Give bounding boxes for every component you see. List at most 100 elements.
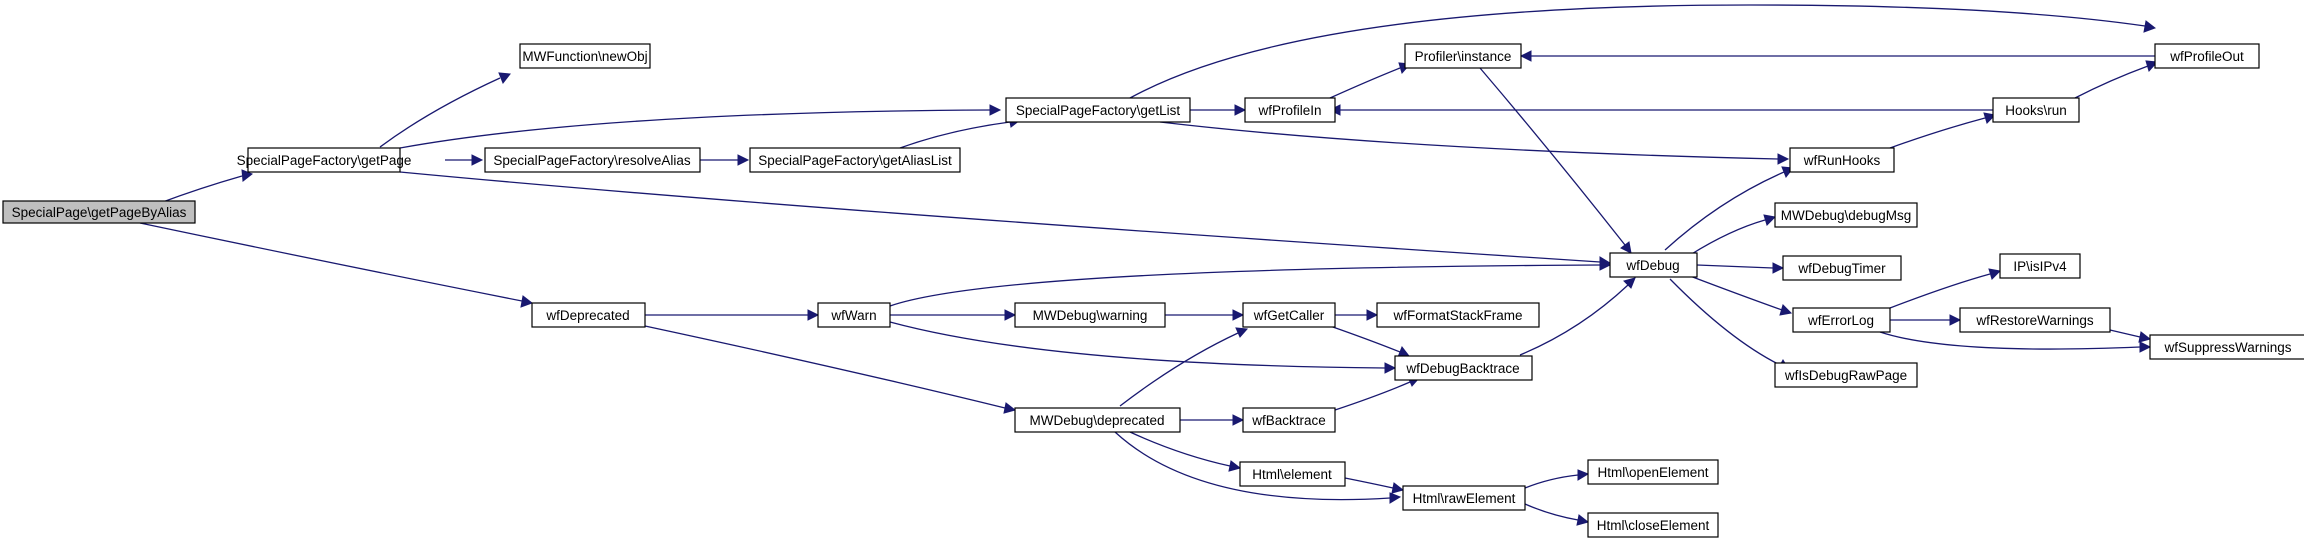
nodes: SpecialPage\getPageByAlias SpecialPageFa… bbox=[2, 43, 2304, 538]
node-label: wfDebug bbox=[1625, 258, 1679, 273]
node-htmlElement[interactable]: Html\element bbox=[1239, 461, 1346, 487]
node-hooksRun[interactable]: Hooks\run bbox=[1992, 97, 2080, 123]
node-label: SpecialPage\getPageByAlias bbox=[12, 205, 187, 220]
node-label: MWDebug\debugMsg bbox=[1781, 208, 1912, 223]
node-label: Html\element bbox=[1252, 467, 1332, 482]
edge-wfErrorLog-wfSuppressWarnings bbox=[1879, 331, 2152, 353]
node-label: Html\rawElement bbox=[1413, 491, 1516, 506]
node-wfWarn[interactable]: wfWarn bbox=[817, 302, 891, 328]
node-label: MWDebug\warning bbox=[1033, 308, 1148, 323]
edge-wfDeprecated-wfWarn bbox=[645, 309, 820, 321]
node-wfBacktrace[interactable]: wfBacktrace bbox=[1242, 407, 1336, 433]
node-label: SpecialPageFactory\getPage bbox=[237, 153, 412, 168]
node-label: wfErrorLog bbox=[1807, 313, 1874, 328]
edge-mwDebugDeprecated-htmlRawElement bbox=[1114, 431, 1402, 504]
node-htmlOpenElement[interactable]: Html\openElement bbox=[1587, 459, 1719, 485]
node-label: SpecialPageFactory\resolveAlias bbox=[493, 153, 691, 168]
edge-wfRunHooks-hooksRun bbox=[1889, 112, 1997, 149]
node-getAliasList[interactable]: SpecialPageFactory\getAliasList bbox=[749, 147, 961, 173]
edge-getPage-resolveAlias bbox=[445, 154, 484, 166]
node-label: Html\openElement bbox=[1597, 465, 1708, 480]
edge-getPage-wfDebug bbox=[399, 171, 1612, 269]
edge-wfWarn-wfDebug bbox=[889, 259, 1612, 307]
node-label: wfSuppressWarnings bbox=[2163, 340, 2291, 355]
node-wfErrorLog[interactable]: wfErrorLog bbox=[1792, 307, 1891, 333]
node-getPage[interactable]: SpecialPageFactory\getPage bbox=[237, 147, 412, 173]
node-mwDebugDeprecated[interactable]: MWDebug\deprecated bbox=[1014, 407, 1181, 433]
node-wfProfileIn[interactable]: wfProfileIn bbox=[1244, 97, 1336, 123]
node-wfDebugTimer[interactable]: wfDebugTimer bbox=[1782, 255, 1902, 281]
node-profilerInstance[interactable]: Profiler\instance bbox=[1404, 43, 1522, 69]
edge-htmlRawElement-htmlCloseElement bbox=[1524, 503, 1590, 526]
edge-mwDebugWarning-wfGetCaller bbox=[1165, 309, 1245, 321]
node-label: Hooks\run bbox=[2005, 103, 2067, 118]
edge-wfProfileOut-profilerInstance bbox=[1519, 50, 2155, 62]
edge-wfDebug-wfDebugTimer bbox=[1696, 262, 1785, 274]
node-label: MWDebug\deprecated bbox=[1029, 413, 1164, 428]
edge-htmlElement-htmlRawElement bbox=[1344, 477, 1405, 494]
edge-wfProfileIn-profilerInstance bbox=[1329, 62, 1412, 99]
node-wfSuppressWarnings[interactable]: wfSuppressWarnings bbox=[2149, 334, 2304, 360]
node-wfDeprecated[interactable]: wfDeprecated bbox=[531, 302, 646, 328]
edge-root-wfDeprecated bbox=[139, 222, 534, 308]
edge-wfDebugBacktrace-wfDebug bbox=[1519, 277, 1636, 356]
node-label: wfProfileIn bbox=[1257, 103, 1321, 118]
edge-htmlRawElement-htmlOpenElement bbox=[1524, 469, 1590, 489]
node-label: Profiler\instance bbox=[1415, 49, 1512, 64]
node-newObj[interactable]: MWFunction\newObj bbox=[519, 43, 651, 69]
edge-wfWarn-mwDebugWarning bbox=[890, 309, 1017, 321]
edge-wfRestoreWarnings-wfSuppressWarnings bbox=[2109, 329, 2152, 343]
node-wfGetCaller[interactable]: wfGetCaller bbox=[1242, 302, 1336, 328]
node-label: wfDeprecated bbox=[545, 308, 629, 323]
node-label: SpecialPageFactory\getAliasList bbox=[758, 153, 952, 168]
node-label: wfRestoreWarnings bbox=[1975, 313, 2094, 328]
edge-profilerInstance-wfDebug bbox=[1479, 67, 1632, 254]
node-label: IP\isIPv4 bbox=[2013, 259, 2067, 274]
node-label: wfGetCaller bbox=[1253, 308, 1325, 323]
node-root[interactable]: SpecialPage\getPageByAlias bbox=[2, 200, 196, 224]
edge-hooksRun-wfProfileOut bbox=[2074, 60, 2159, 99]
node-wfFormatStackFrame[interactable]: wfFormatStackFrame bbox=[1376, 302, 1540, 328]
edge-getAliasList-getList bbox=[899, 116, 1022, 149]
edge-wfDebug-wfRunHooks bbox=[1664, 166, 1794, 251]
node-htmlCloseElement[interactable]: Html\closeElement bbox=[1587, 512, 1719, 538]
node-label: SpecialPageFactory\getList bbox=[1016, 103, 1181, 118]
node-isIPv4[interactable]: IP\isIPv4 bbox=[1999, 253, 2081, 279]
edge-wfBacktrace-wfDebugBacktrace bbox=[1334, 376, 1421, 411]
edge-mwDebugDeprecated-htmlElement bbox=[1129, 431, 1242, 472]
edge-wfDebug-debugMsg bbox=[1689, 214, 1777, 256]
edge-getPage-getList bbox=[399, 104, 1002, 149]
node-wfRunHooks[interactable]: wfRunHooks bbox=[1789, 147, 1895, 173]
edge-wfGetCaller-wfFormatStackFrame bbox=[1335, 309, 1379, 321]
node-label: wfWarn bbox=[830, 308, 876, 323]
edge-wfErrorLog-isIPv4 bbox=[1889, 268, 2002, 309]
edge-wfGetCaller-wfDebugBacktrace bbox=[1329, 325, 1410, 358]
node-label: wfDebugBacktrace bbox=[1405, 361, 1519, 376]
node-htmlRawElement[interactable]: Html\rawElement bbox=[1402, 485, 1526, 511]
node-label: MWFunction\newObj bbox=[522, 49, 647, 64]
node-debugMsg[interactable]: MWDebug\debugMsg bbox=[1774, 202, 1918, 228]
edge-wfDebug-wfIsDebugRawPage bbox=[1669, 278, 1790, 371]
node-resolveAlias[interactable]: SpecialPageFactory\resolveAlias bbox=[484, 147, 701, 173]
node-wfIsDebugRawPage[interactable]: wfIsDebugRawPage bbox=[1774, 362, 1918, 388]
node-label: wfProfileOut bbox=[2169, 49, 2244, 64]
node-wfDebug[interactable]: wfDebug bbox=[1609, 252, 1698, 278]
edge-hooksRun-wfProfileIn bbox=[1328, 104, 1993, 116]
node-label: wfRunHooks bbox=[1803, 153, 1881, 168]
edge-resolveAlias-getAliasList bbox=[700, 154, 750, 166]
node-wfProfileOut[interactable]: wfProfileOut bbox=[2154, 43, 2260, 69]
node-wfRestoreWarnings[interactable]: wfRestoreWarnings bbox=[1959, 307, 2111, 333]
edge-wfDeprecated-mwDebugDeprecated bbox=[644, 325, 1017, 414]
node-getList[interactable]: SpecialPageFactory\getList bbox=[1005, 97, 1191, 123]
edge-root-getPage bbox=[159, 169, 253, 204]
edge-mwDebugDeprecated-wfBacktrace bbox=[1180, 414, 1245, 426]
edge-getList-wfProfileIn bbox=[1190, 104, 1247, 116]
edge-wfWarn-wfDebugBacktrace bbox=[889, 321, 1397, 374]
node-wfDebugBacktrace[interactable]: wfDebugBacktrace bbox=[1394, 355, 1533, 381]
node-mwDebugWarning[interactable]: MWDebug\warning bbox=[1014, 302, 1166, 328]
edge-getPage-newObj bbox=[379, 72, 511, 148]
node-label: Html\closeElement bbox=[1597, 518, 1710, 533]
node-label: wfDebugTimer bbox=[1797, 261, 1886, 276]
edge-wfErrorLog-wfRestoreWarnings bbox=[1890, 314, 1962, 326]
